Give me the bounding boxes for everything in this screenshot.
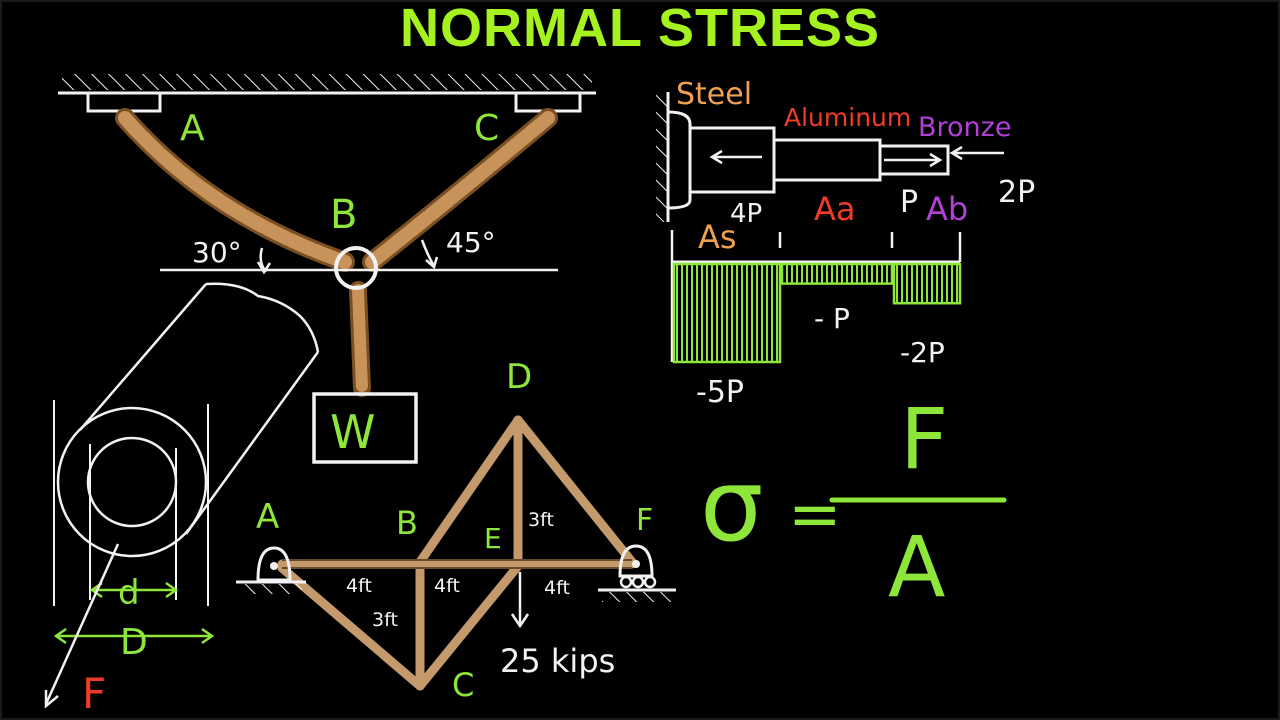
member-c-e xyxy=(415,561,523,691)
joint-f: F xyxy=(636,503,653,538)
chain-ab-links xyxy=(118,111,352,269)
formula-sigma: σ xyxy=(700,447,763,564)
force-minus-p: - P xyxy=(814,302,850,335)
angle-right-label: 45° xyxy=(446,226,496,259)
weight-label: W xyxy=(330,405,375,459)
page-title: NORMAL STRESS xyxy=(399,0,881,58)
aluminum-segment xyxy=(772,138,882,182)
material-bronze: Bronze xyxy=(918,112,1011,143)
pipe-inner-circle xyxy=(86,436,178,528)
joint-e: E xyxy=(484,522,502,555)
pin-a xyxy=(270,562,278,570)
label-b: B xyxy=(330,192,357,238)
bar-diagram: Steel Aluminum Bronze 4P P 2P As Aa Ab -… xyxy=(656,77,1035,410)
joint-b: B xyxy=(396,504,418,542)
angle-arc-right xyxy=(420,239,436,267)
roller-3 xyxy=(643,575,657,589)
roller-support-f xyxy=(618,544,654,578)
member-a-c xyxy=(277,563,425,691)
formula-numerator: F xyxy=(900,390,948,488)
roller-2 xyxy=(631,575,645,589)
force-minus-5p: -5P xyxy=(696,375,744,410)
pipe-outer-circle xyxy=(56,406,208,558)
stress-formula: σ = F A xyxy=(700,390,1007,616)
chain-cb-links xyxy=(365,111,555,269)
truss-diagram: A B C D E F 4ft 4ft 4ft 3ft 3ft 25 kips xyxy=(236,357,676,704)
pipe-edge-top xyxy=(79,283,207,431)
weight-box xyxy=(312,392,418,464)
force-arrow-head xyxy=(44,690,59,709)
area-as: As xyxy=(698,218,737,256)
ground-a-hatch xyxy=(240,584,302,594)
chain-bw-links xyxy=(352,284,368,394)
area-ab: Ab xyxy=(926,190,968,228)
pin-support-a xyxy=(256,546,292,582)
chain-diagram: A C B 30° 45° W xyxy=(58,74,596,464)
angle-arrow-right xyxy=(425,256,439,270)
joint-c: C xyxy=(452,666,474,704)
dim-ef: 4ft xyxy=(544,577,570,599)
material-steel: Steel xyxy=(676,77,752,112)
joint-d: D xyxy=(506,357,532,397)
dim-ed: 3ft xyxy=(528,509,554,531)
roller-1 xyxy=(619,575,633,589)
wall-hatch xyxy=(656,92,668,222)
wall-bracket xyxy=(667,110,692,210)
member-b-d xyxy=(415,415,523,567)
force-minus-2p: -2P xyxy=(900,336,945,369)
load-4p-label: 4P xyxy=(730,199,762,229)
label-c: C xyxy=(474,108,499,149)
pipe-diagram: d D F xyxy=(44,282,320,718)
ground-f-hatch xyxy=(602,592,672,602)
bronze-segment xyxy=(878,144,950,176)
load-4p-arrowhead xyxy=(709,149,723,165)
force-arrow-line xyxy=(44,543,120,705)
dim-bc: 3ft xyxy=(372,609,398,631)
area-aa: Aa xyxy=(814,190,856,228)
load-label: 25 kips xyxy=(500,642,615,680)
joint-a: A xyxy=(256,497,279,537)
axial-force-bar-3 xyxy=(892,262,962,305)
dim-d-label: d xyxy=(118,573,140,613)
load-arrow-head xyxy=(510,613,530,629)
dim-outer-label: D xyxy=(120,622,148,663)
member-d-f xyxy=(513,415,637,567)
pin-f xyxy=(632,560,640,568)
axial-force-bar-1 xyxy=(672,262,782,364)
formula-denominator: A xyxy=(888,518,945,616)
axial-force-bar-2 xyxy=(780,262,894,285)
label-a: A xyxy=(180,108,205,149)
steel-segment xyxy=(688,126,776,194)
pipe-edge-bottom xyxy=(184,351,320,535)
load-2p-arrowhead xyxy=(949,145,963,161)
force-label: F xyxy=(82,669,106,718)
angle-arrow-left xyxy=(256,261,272,275)
ring-b xyxy=(334,246,378,290)
dim-ab: 4ft xyxy=(346,575,372,597)
ceiling-hatch xyxy=(62,74,592,90)
load-p-arrowhead xyxy=(929,152,943,168)
dim-outer-arrows xyxy=(53,627,215,645)
material-aluminum: Aluminum xyxy=(784,103,911,132)
axial-force-bars xyxy=(672,262,962,364)
load-p-label: P xyxy=(900,185,918,220)
pipe-broken-end xyxy=(205,282,320,353)
load-2p-label: 2P xyxy=(998,175,1035,210)
dim-be: 4ft xyxy=(434,575,460,597)
angle-left-label: 30° xyxy=(192,236,242,269)
formula-equals: = xyxy=(788,478,842,552)
